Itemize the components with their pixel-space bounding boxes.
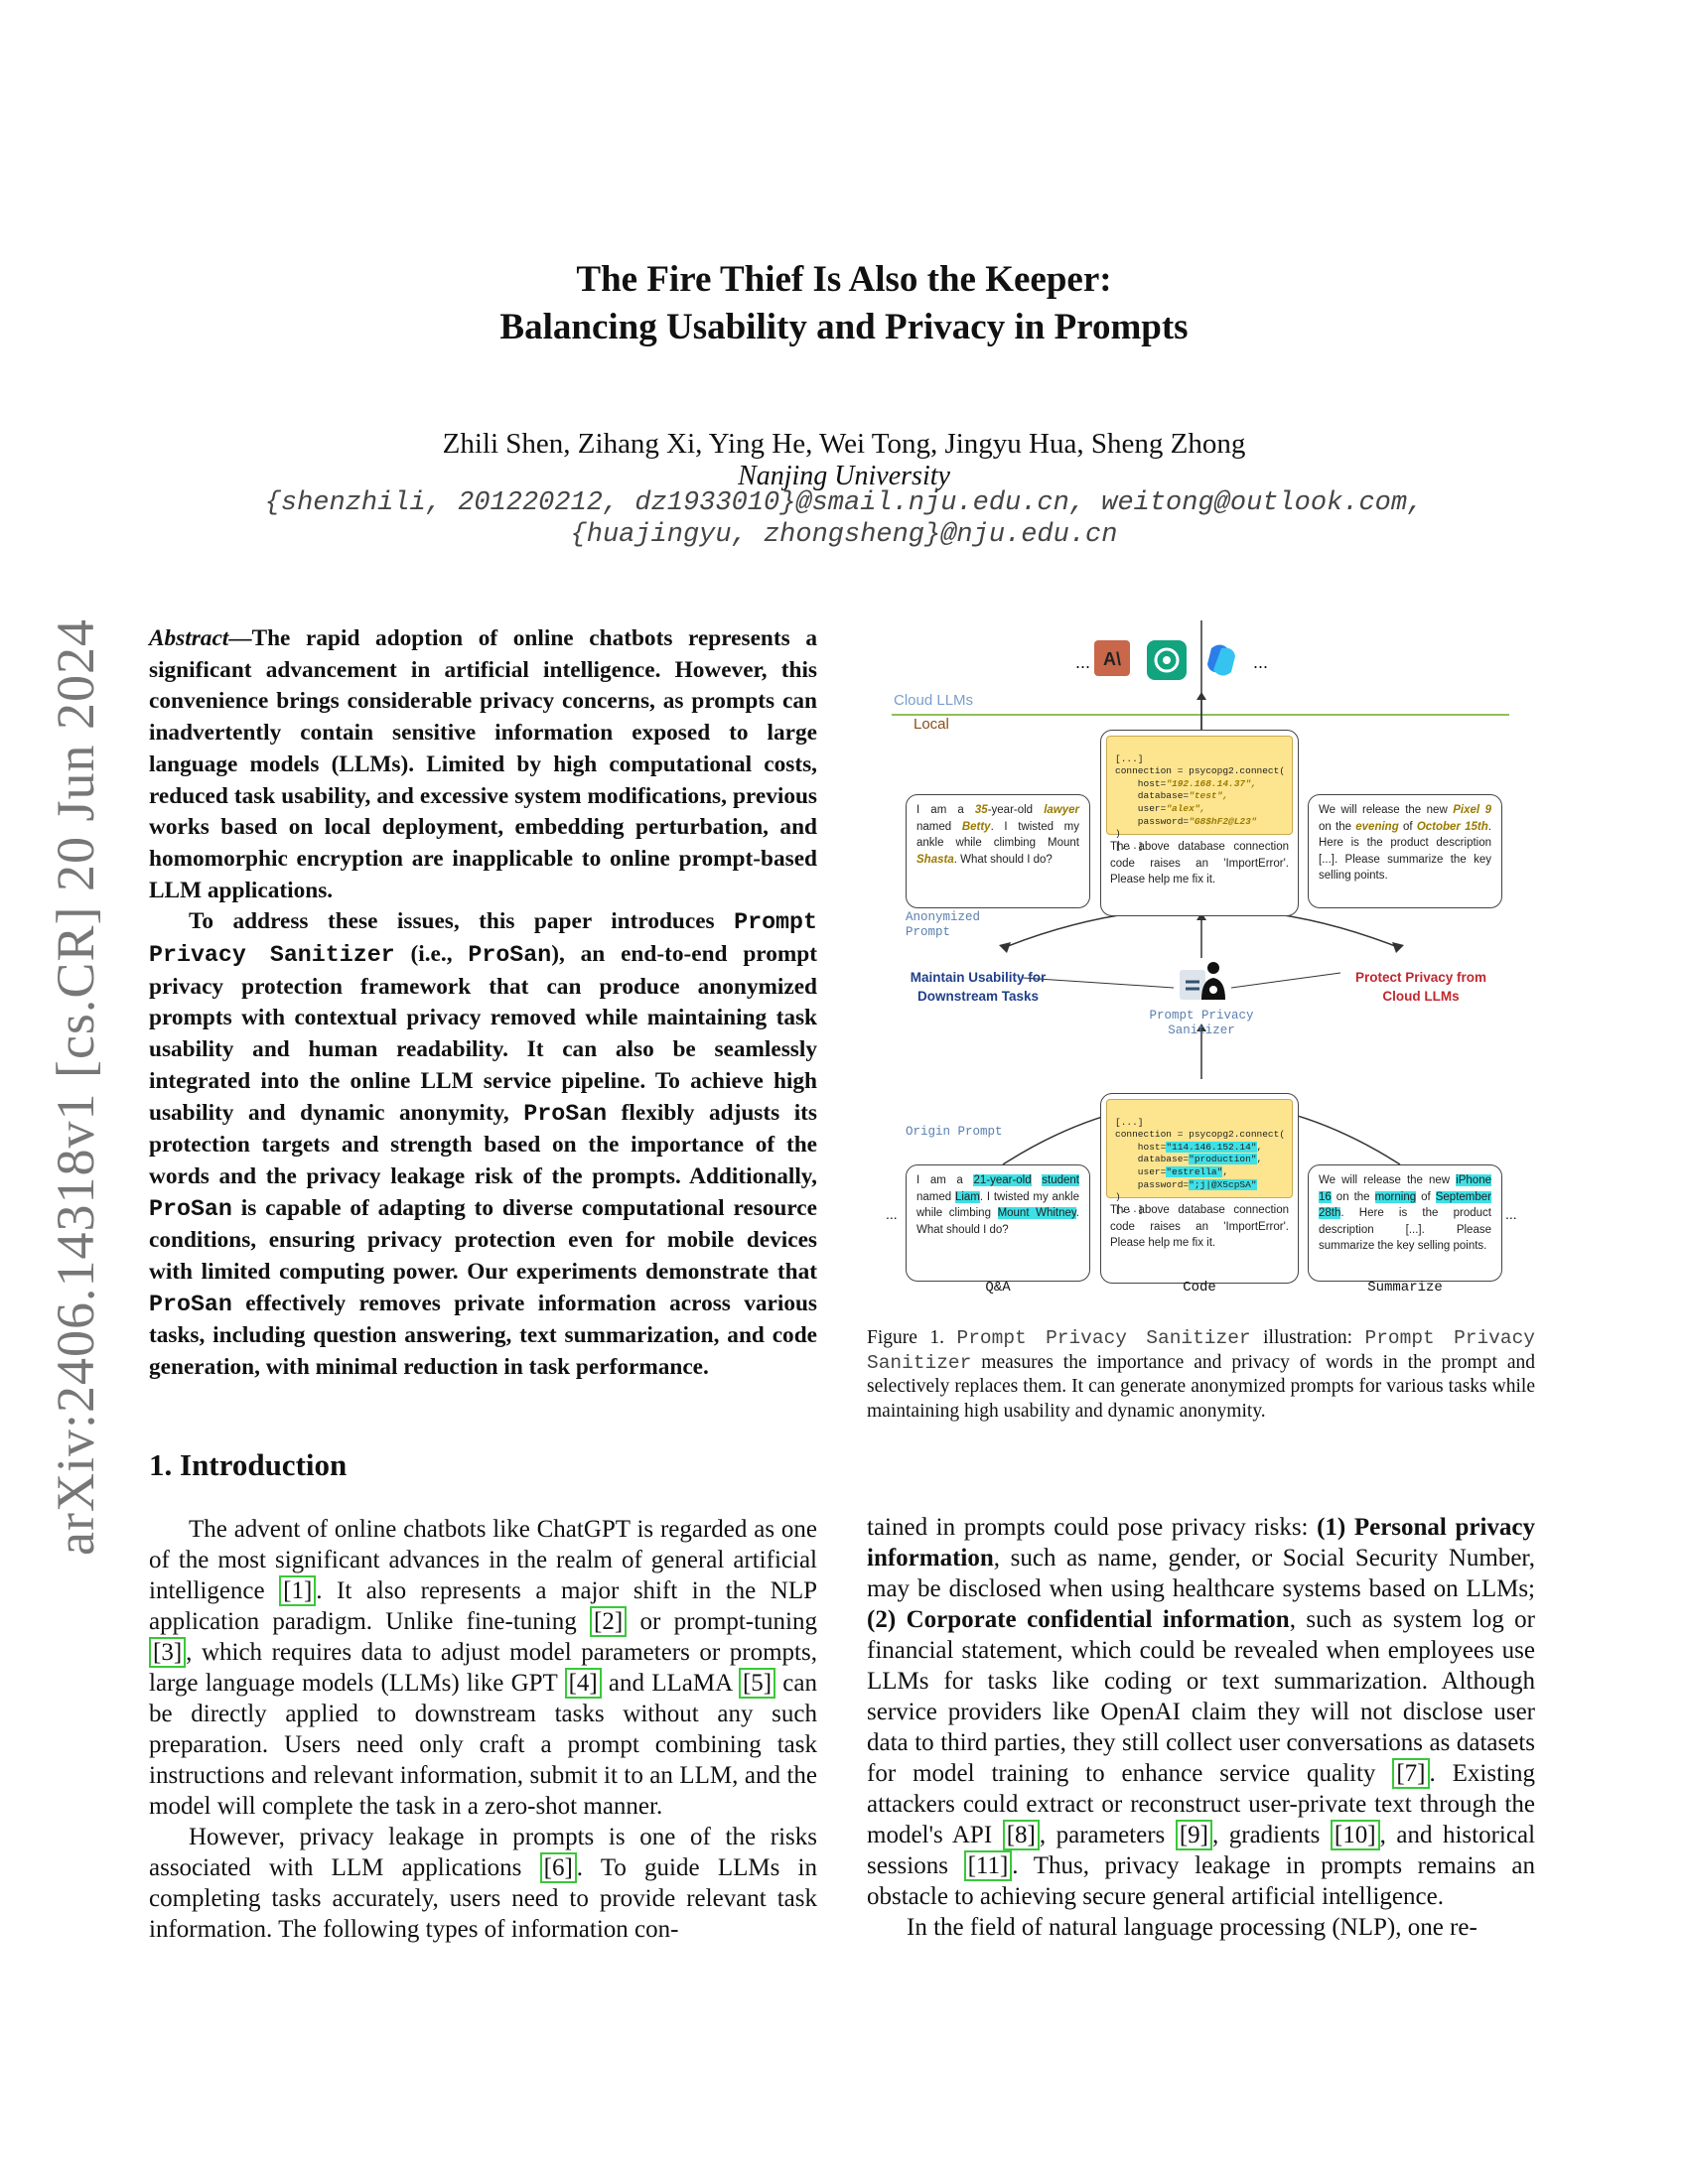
privacy-label: Protect Privacy from Cloud LLMs bbox=[1354, 970, 1487, 1004]
figure-caption: Figure 1. Prompt Privacy Sanitizer illus… bbox=[867, 1327, 1535, 1422]
section-heading-introduction: 1. Introduction bbox=[149, 1447, 348, 1482]
sanitizer-user-icon bbox=[1178, 960, 1227, 1004]
author-list: Zhili Shen, Zihang Xi, Ying He, Wei Tong… bbox=[442, 428, 1246, 460]
citation-link[interactable]: [2] bbox=[590, 1606, 628, 1637]
email-line-2: {huajingyu, zhongsheng}@nju.edu.cn bbox=[570, 520, 1118, 550]
citation-link[interactable]: [7] bbox=[1392, 1758, 1430, 1789]
svg-text:A\: A\ bbox=[1103, 649, 1121, 669]
intro-paragraph-3: tained in prompts could pose privacy ris… bbox=[867, 1514, 1536, 1910]
arxiv-identifier: arXiv:2406.14318v1 [cs.CR] 20 Jun 2024 bbox=[46, 618, 105, 1556]
task-label-summarize: Summarize bbox=[1367, 1280, 1443, 1296]
citation-link[interactable]: [4] bbox=[564, 1668, 602, 1699]
cloud-llms-label: Cloud LLMs bbox=[894, 692, 974, 709]
task-label-code: Code bbox=[1183, 1280, 1216, 1296]
citation-link[interactable]: [1] bbox=[279, 1575, 317, 1606]
email-line-1: {shenzhili, 201220212, dz1933010}@smail.… bbox=[264, 488, 1424, 518]
origin-prompt-label: Origin Prompt bbox=[906, 1125, 1003, 1139]
abstract-label: Abstract bbox=[149, 625, 229, 651]
figure-connectors bbox=[892, 620, 1509, 1165]
paper-title: The Fire Thief Is Also the Keeper: Balan… bbox=[298, 256, 1390, 351]
usability-label: Maintain Usability for Downstream Tasks bbox=[910, 970, 1047, 1004]
anthropic-logo-icon: A\ bbox=[1094, 640, 1130, 676]
citation-link[interactable]: [5] bbox=[738, 1668, 776, 1699]
citation-link[interactable]: [6] bbox=[539, 1852, 577, 1883]
prosan-fullname: Prompt Privacy Sanitizer bbox=[149, 909, 817, 969]
origin-summarize-prompt: We will release the new iPhone 16 on the… bbox=[1308, 1164, 1502, 1282]
sanitizer-label: Prompt Privacy Sanitizer bbox=[1149, 1009, 1254, 1037]
title-line-2: Balancing Usability and Privacy in Promp… bbox=[499, 307, 1189, 347]
intro-paragraph-2: However, privacy leakage in prompts is o… bbox=[149, 1824, 817, 1943]
local-label: Local bbox=[914, 716, 949, 733]
intro-paragraph-1: The advent of online chatbots like ChatG… bbox=[149, 1516, 818, 1820]
copilot-logo-icon bbox=[1201, 640, 1241, 680]
abstract: Abstract—The rapid adoption of online ch… bbox=[149, 623, 817, 1384]
citation-link[interactable]: [9] bbox=[1175, 1820, 1212, 1850]
anonymized-summarize-prompt: We will release the new Pixel 9 on the e… bbox=[1308, 794, 1502, 908]
intro-paragraph-4: In the field of natural language process… bbox=[907, 1914, 1477, 1941]
origin-qa-prompt: I am a 21-year-old student named Liam. I… bbox=[906, 1164, 1090, 1282]
citation-link[interactable]: [11] bbox=[963, 1850, 1013, 1881]
citation-link[interactable]: [3] bbox=[149, 1637, 187, 1668]
citation-link[interactable]: [10] bbox=[1330, 1820, 1380, 1850]
intro-column-right: tained in prompts could pose privacy ris… bbox=[867, 1512, 1535, 1943]
citation-link[interactable]: [8] bbox=[1002, 1820, 1040, 1850]
intro-column-left: The advent of online chatbots like ChatG… bbox=[149, 1514, 817, 1945]
anonymized-code-prompt: [...] connection = psycopg2.connect( hos… bbox=[1100, 730, 1299, 916]
figure-1: ... A\ ... Cloud LLMs Local [...] connec… bbox=[884, 620, 1519, 1296]
abstract-p2: To address these issues, this paper intr… bbox=[149, 908, 817, 1381]
abstract-p1: —The rapid adoption of online chatbots r… bbox=[149, 625, 817, 903]
anonymized-qa-prompt: I am a 35-year-old lawyer named Betty. I… bbox=[906, 794, 1090, 908]
task-label-qa: Q&A bbox=[985, 1280, 1011, 1296]
anonymized-prompt-label: Anonymized Prompt bbox=[906, 910, 981, 939]
affiliation: Nanjing University bbox=[738, 461, 950, 491]
origin-code-prompt: [...] connection = psycopg2.connect( hos… bbox=[1100, 1093, 1299, 1284]
title-line-1: The Fire Thief Is Also the Keeper: bbox=[576, 259, 1112, 300]
chatgpt-logo-icon bbox=[1147, 640, 1187, 680]
